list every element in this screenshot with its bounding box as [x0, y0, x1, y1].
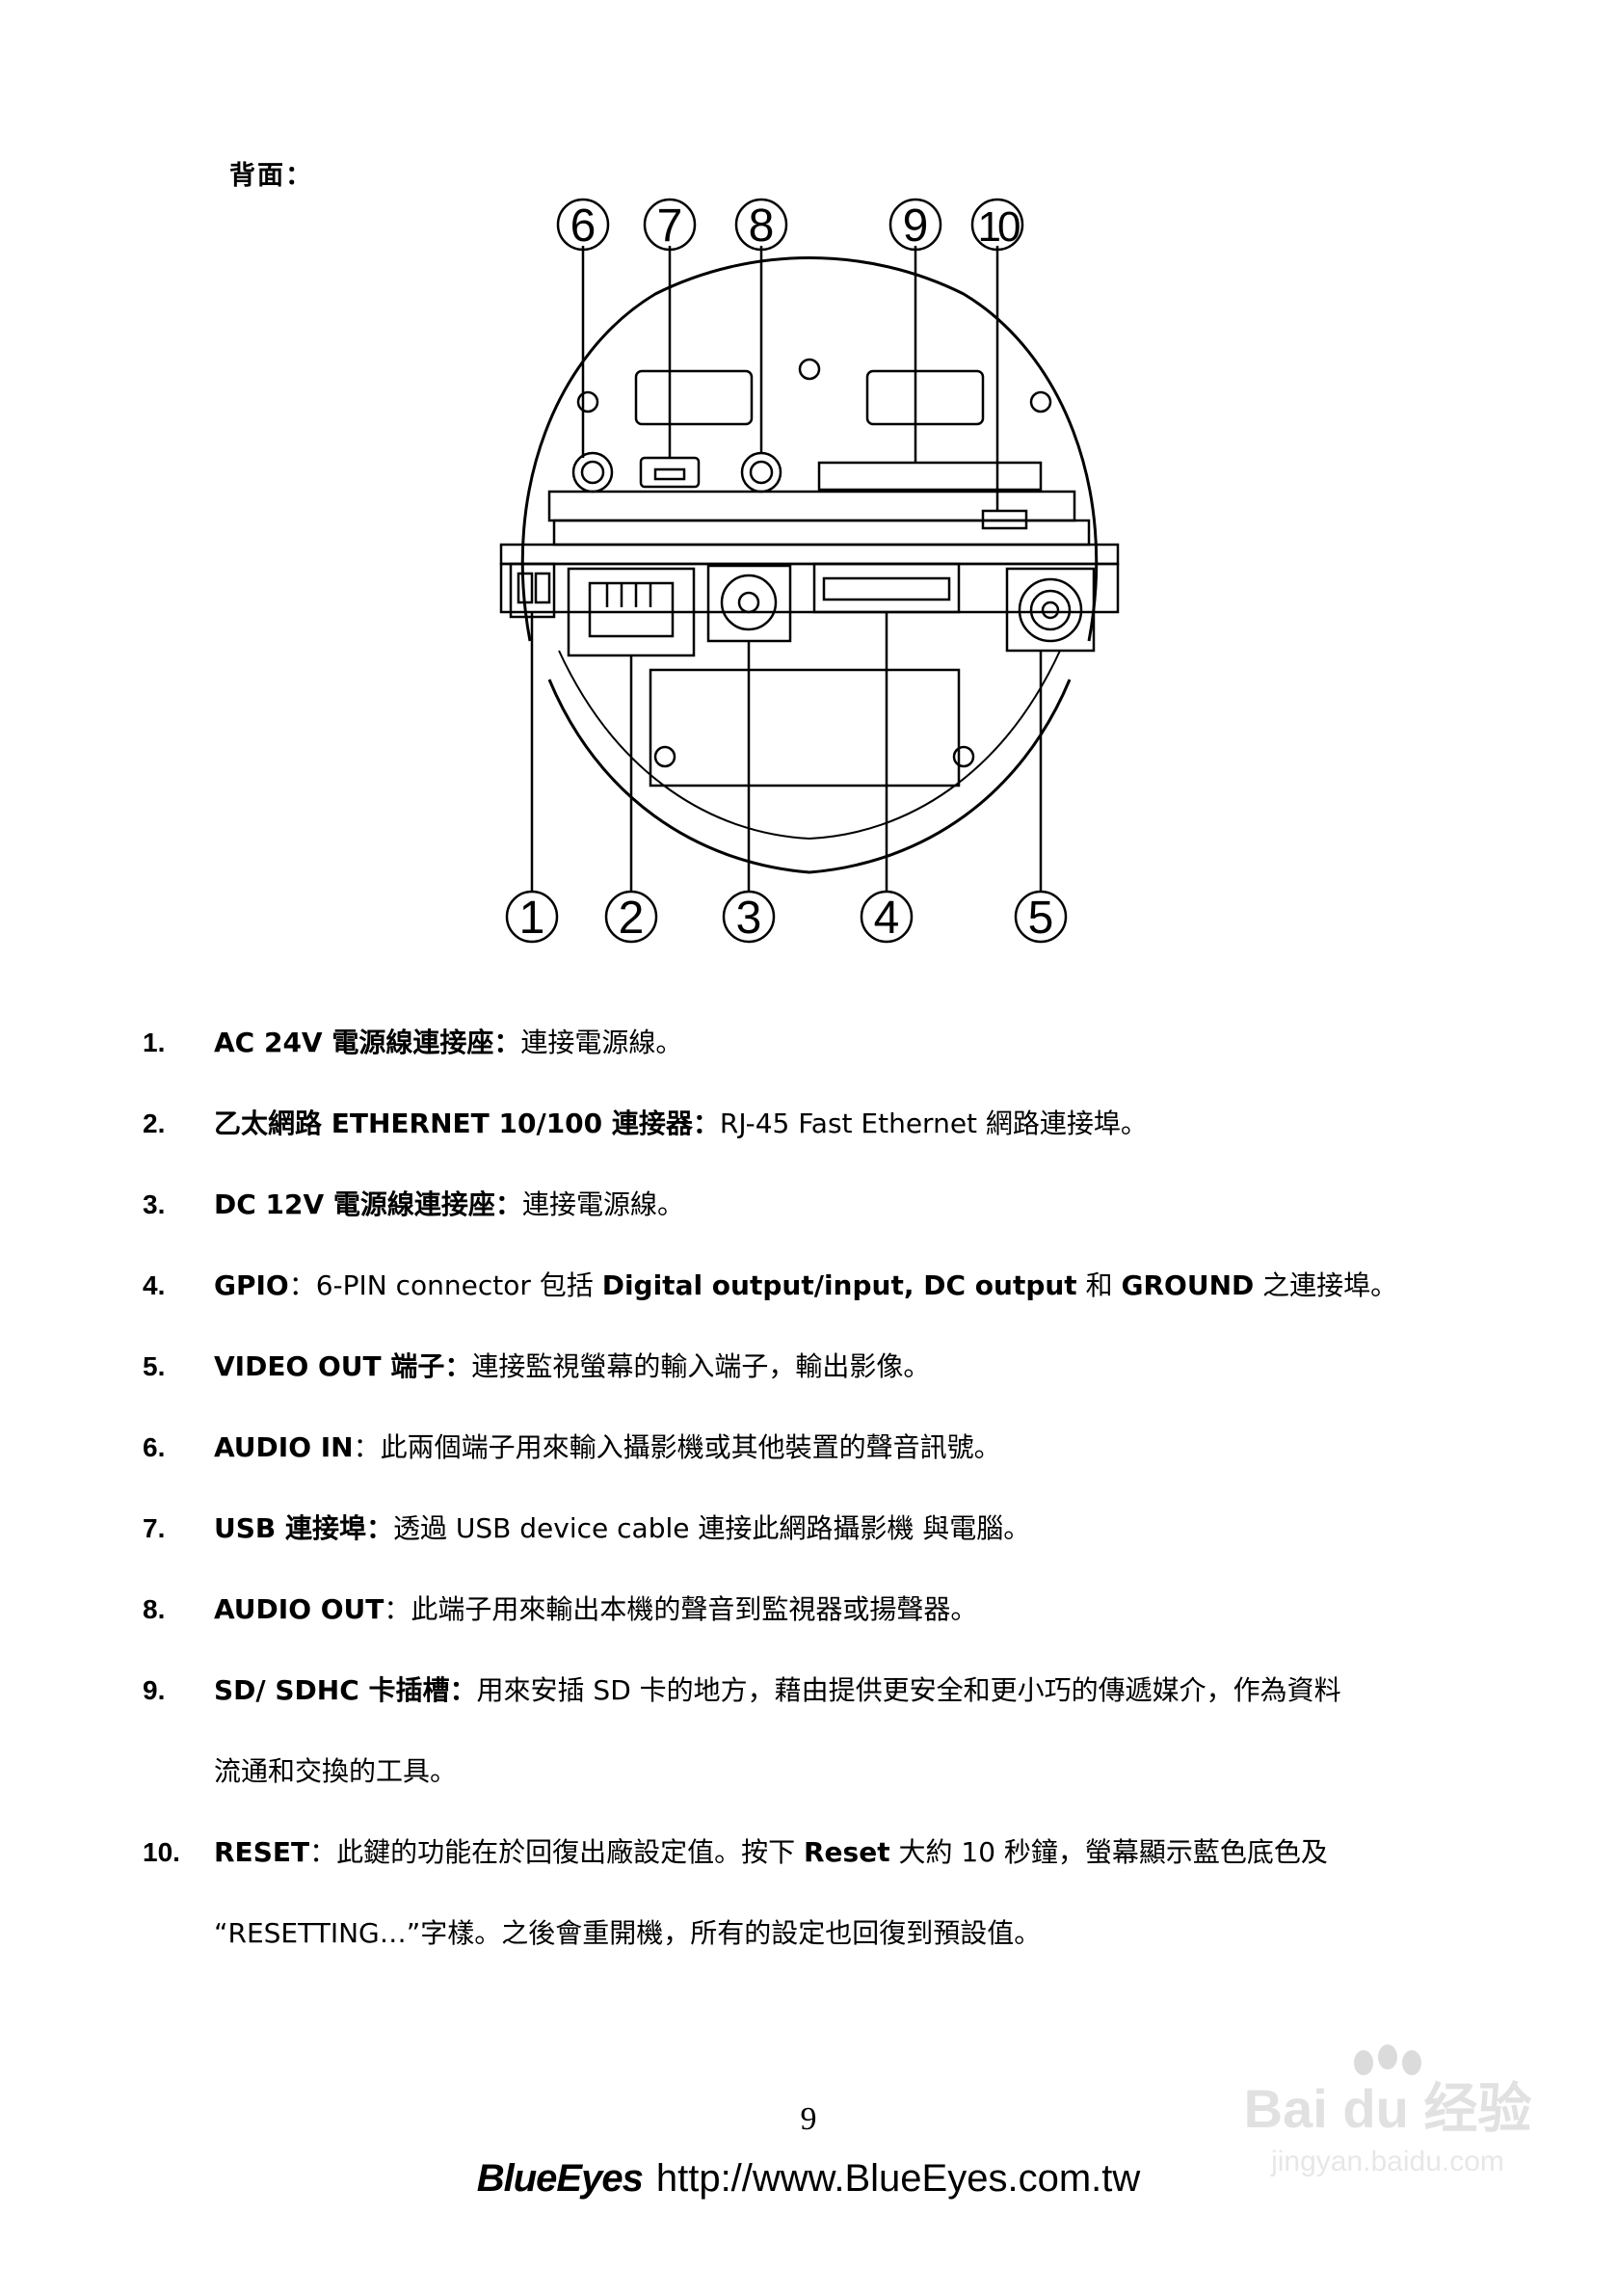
item-number: 3.	[143, 1189, 166, 1219]
item-number: 8.	[143, 1594, 166, 1624]
item-title: GPIO	[214, 1269, 289, 1301]
item-title: AC 24V 電源線連接座：	[214, 1027, 521, 1058]
baidu-watermark: Bai du 经验 jingyan.baidu.com	[1185, 2036, 1590, 2180]
watermark-brand: Bai du 经验	[1244, 2078, 1532, 2139]
camera-body-outline	[520, 256, 1099, 874]
item-text: 用來安插 SD 卡的地方，藉由提供更安全和更小巧的傳遞媒介，作為資料	[476, 1674, 1341, 1706]
callout-10-label: 10	[978, 203, 1020, 251]
item-title: AUDIO IN	[214, 1431, 354, 1463]
item-text: ：此鍵的功能在於回復出廠設定值。按下	[309, 1836, 804, 1868]
item-text-3: 之連接埠。	[1254, 1269, 1398, 1301]
section-label: 背面：	[229, 161, 313, 191]
callout-1: 1	[505, 890, 559, 944]
footer-url[interactable]: http://www.BlueEyes.com.tw	[655, 2157, 1141, 2200]
item-number: 10.	[143, 1837, 180, 1867]
callout-3: 3	[722, 890, 776, 944]
footer: BlueEyes http://www.BlueEyes.com.tw	[0, 2157, 1617, 2201]
item-number: 9.	[143, 1675, 166, 1705]
callout-9-label: 9	[903, 200, 929, 252]
item-text: 連接電源線。	[521, 1188, 684, 1220]
item-text: ：6-PIN connector 包括	[288, 1269, 602, 1301]
item-title: 乙太網路 ETHERNET 10/100 連接器：	[214, 1108, 720, 1139]
item-title: DC 12V 電源線連接座：	[214, 1188, 522, 1220]
upper-board	[547, 451, 1091, 547]
item-number: 7.	[143, 1513, 166, 1543]
item-bold-2: Reset	[804, 1836, 890, 1868]
callouts-bottom: 1 2 3 4 5	[505, 890, 1068, 944]
item-text-line-2: 流通和交換的工具。	[214, 1755, 458, 1787]
list-item: 9. SD/ SDHC 卡插槽：用來安插 SD 卡的地方，藉由提供更安全和更小巧…	[143, 1650, 1492, 1812]
item-title: RESET	[214, 1836, 310, 1868]
callout-7-label: 7	[657, 200, 683, 252]
list-item: 10. RESET：此鍵的功能在於回復出廠設定值。按下 Reset 大約 10 …	[143, 1812, 1492, 1974]
callout-6: 6	[556, 198, 610, 252]
item-number: 5.	[143, 1351, 166, 1381]
callout-4: 4	[860, 890, 914, 944]
callouts-top: 6 7 8 9 10	[556, 198, 1024, 252]
list-item: 3. DC 12V 電源線連接座：連接電源線。	[143, 1164, 1492, 1245]
callout-10: 10	[970, 198, 1024, 252]
callout-1-label: 1	[519, 893, 545, 944]
item-bold-2: Digital output/input, DC output	[601, 1269, 1077, 1301]
connector-list: 1. AC 24V 電源線連接座：連接電源線。 2. 乙太網路 ETHERNET…	[143, 1002, 1492, 1974]
main-board	[499, 543, 1120, 788]
list-item: 2. 乙太網路 ETHERNET 10/100 連接器：RJ-45 Fast E…	[143, 1083, 1492, 1164]
list-item: 4. GPIO：6-PIN connector 包括 Digital outpu…	[143, 1245, 1492, 1326]
item-text-2: 大約 10 秒鐘，螢幕顯示藍色底色及	[889, 1836, 1328, 1868]
item-title: SD/ SDHC 卡插槽：	[214, 1674, 477, 1706]
list-item: 5. VIDEO OUT 端子：連接監視螢幕的輸入端子，輸出影像。	[143, 1326, 1492, 1407]
item-text: 連接監視螢幕的輸入端子，輸出影像。	[471, 1350, 931, 1382]
list-item: 6. AUDIO IN：此兩個端子用來輸入攝影機或其他裝置的聲音訊號。	[143, 1407, 1492, 1488]
callout-5: 5	[1014, 890, 1068, 944]
item-text: RJ-45 Fast Ethernet 網路連接埠。	[719, 1108, 1148, 1139]
callout-2: 2	[604, 890, 658, 944]
callout-3-label: 3	[736, 893, 762, 944]
list-item: 1. AC 24V 電源線連接座：連接電源線。	[143, 1002, 1492, 1083]
paw-icon	[1354, 2044, 1421, 2075]
item-number: 2.	[143, 1108, 166, 1138]
item-text: 連接電源線。	[520, 1027, 683, 1058]
watermark-url: jingyan.baidu.com	[1270, 2146, 1504, 2177]
item-text-line-2: “RESETTING…”字樣。之後會重開機，所有的設定也回復到預設值。	[214, 1917, 1042, 1949]
callout-6-label: 6	[570, 200, 596, 252]
item-title: USB 連接埠：	[214, 1512, 393, 1544]
callout-7: 7	[643, 198, 697, 252]
item-bold-3: GROUND	[1121, 1269, 1255, 1301]
item-number: 6.	[143, 1432, 166, 1462]
item-title: VIDEO OUT 端子：	[214, 1350, 472, 1382]
footer-brand: BlueEyes	[476, 2157, 644, 2200]
page-number: 9	[800, 2101, 817, 2137]
callout-4-label: 4	[874, 893, 900, 944]
item-number: 4.	[143, 1270, 166, 1300]
callout-8-label: 8	[749, 200, 775, 252]
item-text-2: 和	[1076, 1269, 1122, 1301]
list-item: 7. USB 連接埠：透過 USB device cable 連接此網路攝影機 …	[143, 1488, 1492, 1569]
rear-panel-diagram: 6 7 8 9 10 1 2 3 4 5	[463, 198, 1156, 988]
item-number: 1.	[143, 1028, 166, 1057]
callout-2-label: 2	[619, 893, 645, 944]
callout-5-label: 5	[1028, 893, 1054, 944]
list-item: 8. AUDIO OUT：此端子用來輸出本機的聲音到監視器或揚聲器。	[143, 1569, 1492, 1650]
item-text: ：此端子用來輸出本機的聲音到監視器或揚聲器。	[384, 1593, 978, 1625]
callout-8: 8	[734, 198, 788, 252]
item-text: ：此兩個端子用來輸入攝影機或其他裝置的聲音訊號。	[353, 1431, 1001, 1463]
item-text: 透過 USB device cable 連接此網路攝影機 與電腦。	[393, 1512, 1031, 1544]
callout-9: 9	[888, 198, 942, 252]
item-title: AUDIO OUT	[214, 1593, 384, 1625]
leader-lines	[530, 246, 1043, 892]
